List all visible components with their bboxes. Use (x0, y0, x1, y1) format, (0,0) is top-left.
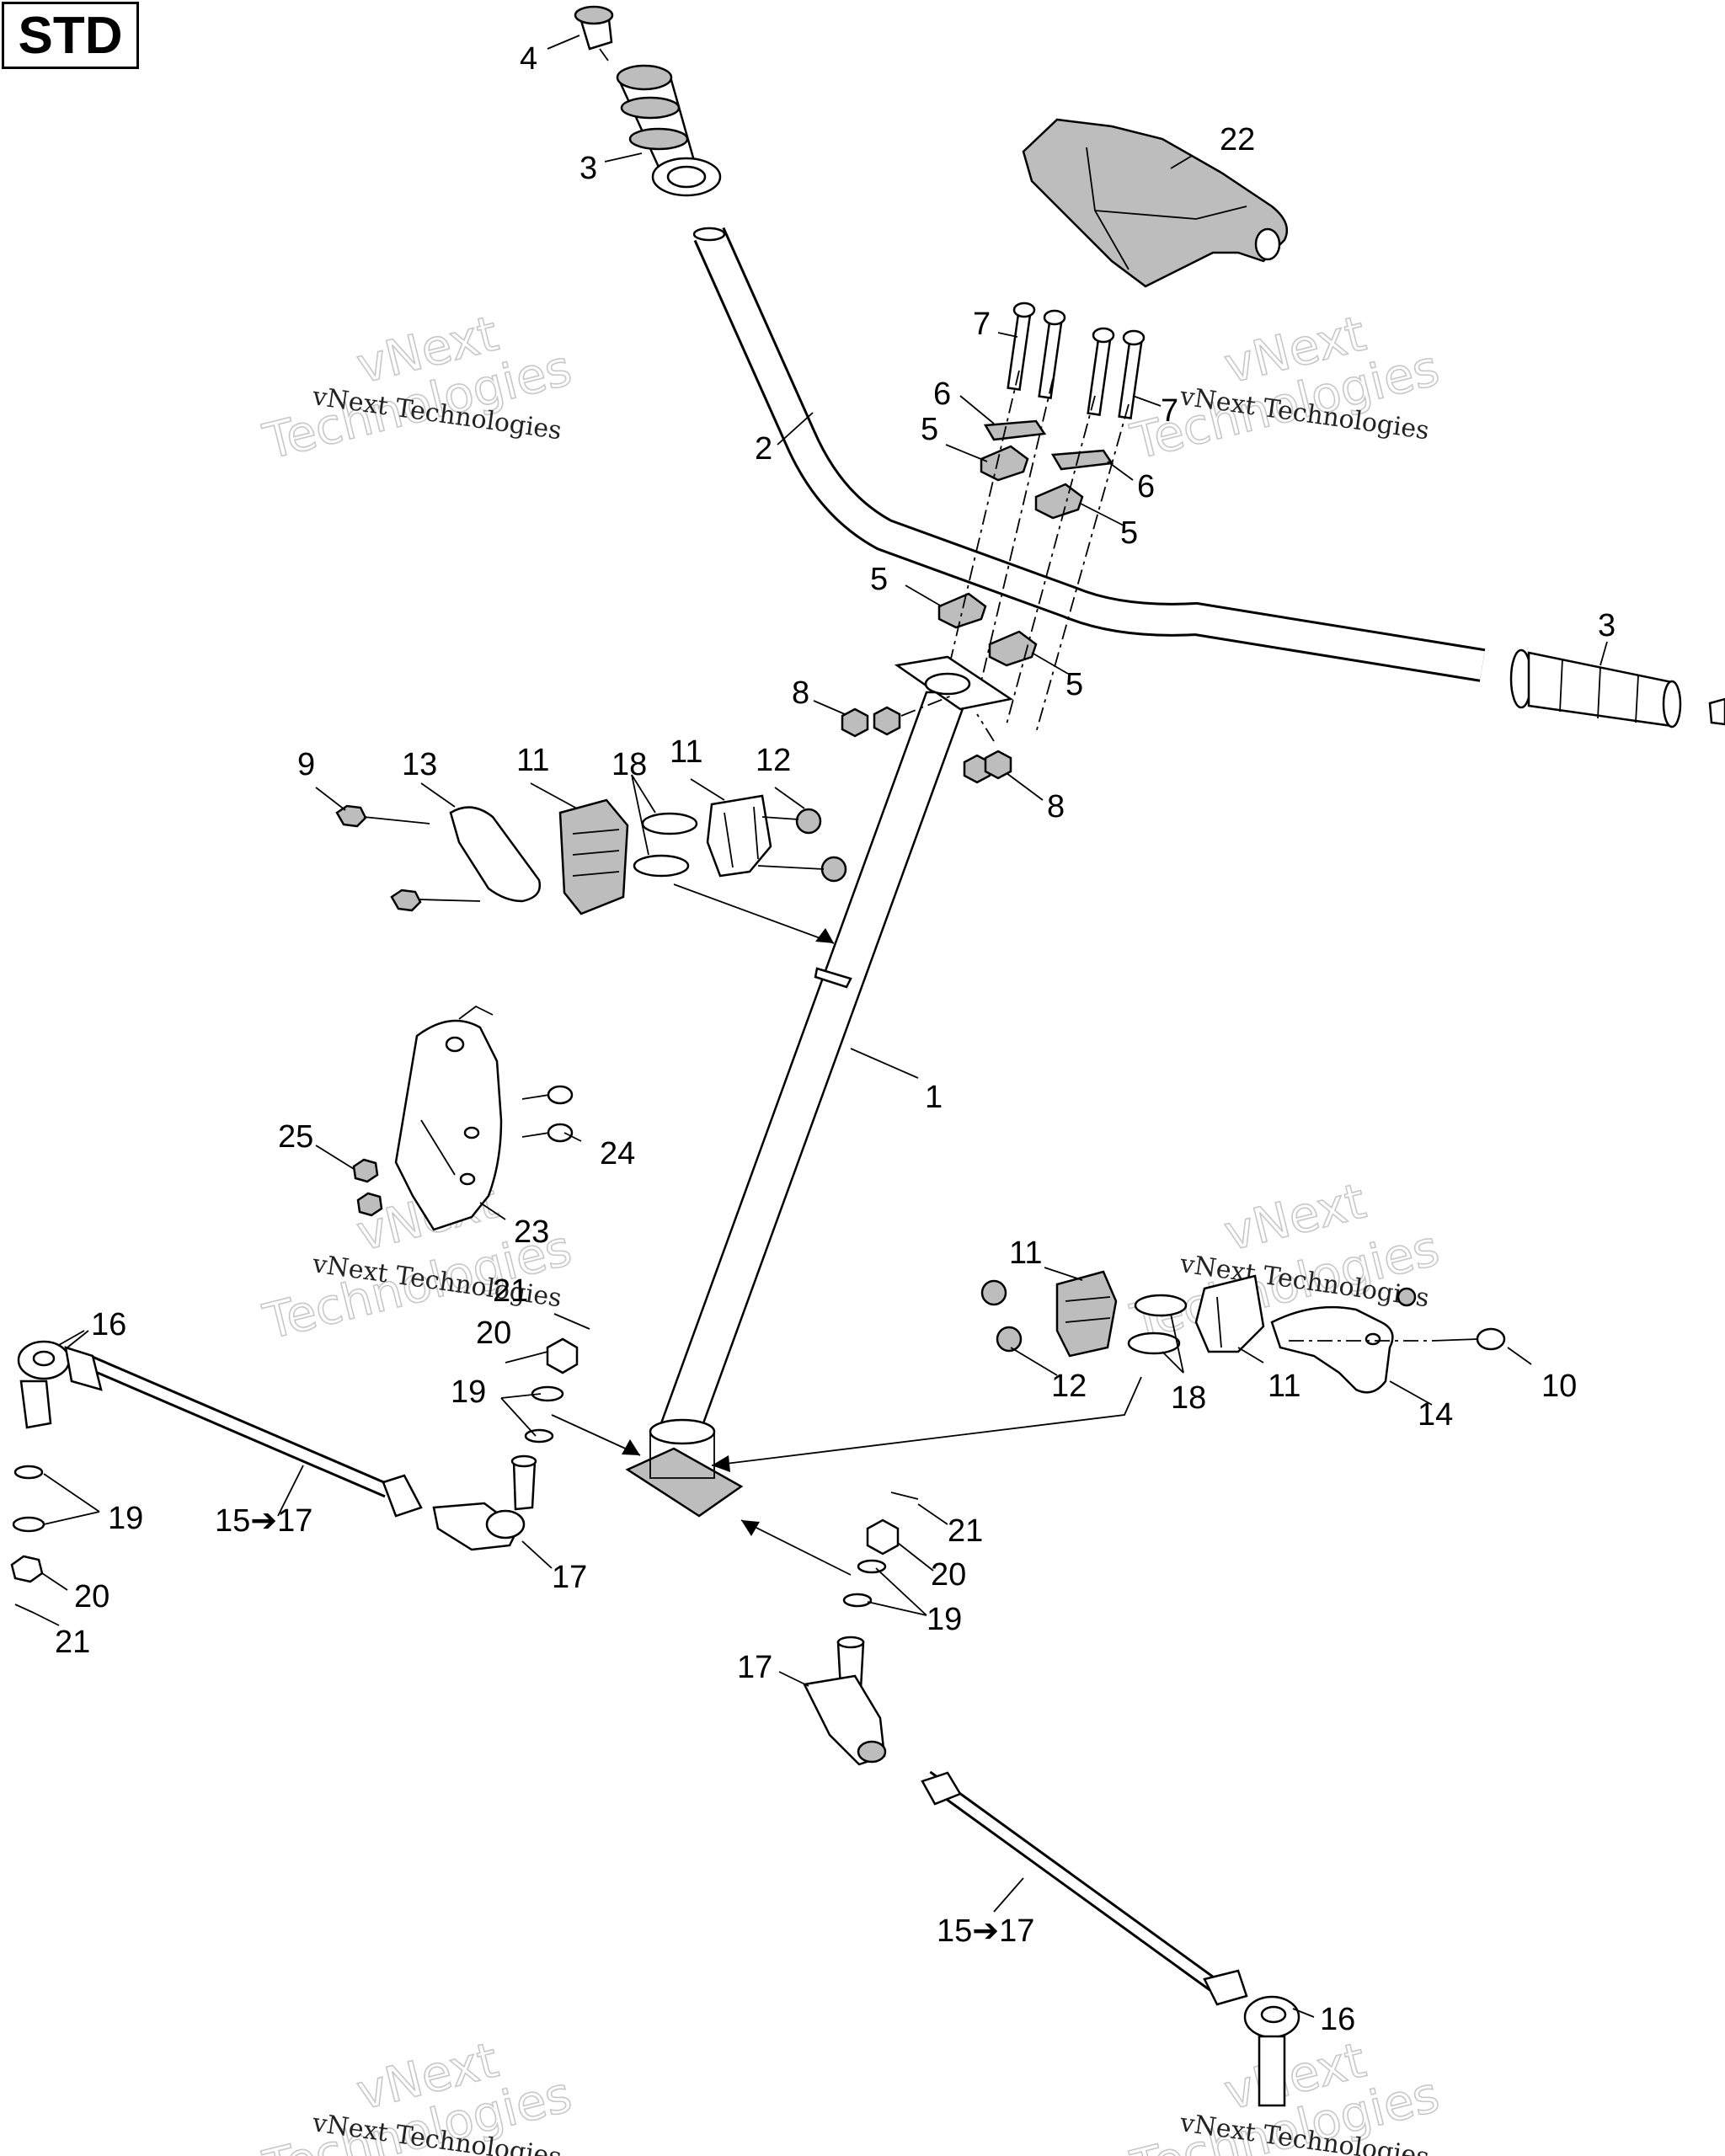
callout-5: 5 (921, 412, 938, 447)
grip-right (1509, 648, 1725, 728)
callout-11: 11 (516, 743, 549, 778)
mount-bracket (352, 1005, 574, 1231)
callout-18: 18 (1171, 1380, 1206, 1416)
watermark-top-left: vNext Technologies vNext Technologies (257, 304, 578, 472)
callout-15-17: 15➔17 (937, 1913, 1034, 1949)
callout-19: 19 (108, 1501, 143, 1536)
callout-16: 16 (91, 1307, 126, 1342)
callout-11: 11 (670, 734, 702, 770)
callout-20: 20 (476, 1315, 511, 1351)
handlebar-cover (1022, 118, 1289, 288)
callout-21: 21 (493, 1273, 528, 1309)
callout-10: 10 (1541, 1369, 1577, 1404)
callout-13: 13 (402, 747, 437, 782)
callout-21: 21 (948, 1513, 983, 1549)
assembly-lines-top (943, 370, 1130, 734)
callout-12: 12 (1051, 1369, 1087, 1404)
switch-housing-right (711, 1270, 1506, 1472)
callout-19: 19 (927, 1602, 962, 1637)
callout-15-17: 15➔17 (215, 1503, 312, 1539)
callout-8: 8 (792, 675, 809, 711)
callout-5: 5 (1120, 515, 1138, 551)
clamp-bolts (1007, 302, 1146, 419)
callout-17: 17 (552, 1560, 587, 1595)
callout-21: 21 (55, 1625, 90, 1660)
callout-5: 5 (1065, 667, 1083, 702)
callout-6: 6 (933, 376, 951, 412)
callout-20: 20 (931, 1557, 966, 1593)
callout-23: 23 (514, 1214, 549, 1250)
callout-6: 6 (1137, 469, 1155, 504)
flange-nuts (841, 695, 1012, 784)
callout-12: 12 (756, 743, 791, 778)
callout-leaders (33, 35, 1608, 2018)
std-badge: STD (2, 2, 139, 69)
callout-11: 11 (1009, 1235, 1042, 1271)
callout-17: 17 (737, 1650, 772, 1685)
callout-24: 24 (600, 1136, 635, 1171)
callout-7: 7 (1161, 393, 1178, 429)
watermark-top-right: vNext Technologies vNext Technologies (1124, 304, 1445, 472)
callout-5: 5 (870, 562, 888, 597)
callout-3: 3 (579, 151, 597, 186)
callout-3: 3 (1598, 608, 1616, 643)
callout-20: 20 (74, 1579, 109, 1614)
switch-housing-left (335, 794, 852, 989)
callout-19: 19 (451, 1374, 486, 1410)
callout-2: 2 (755, 431, 772, 467)
callout-14: 14 (1418, 1397, 1453, 1433)
bolt (1038, 309, 1066, 399)
callout-22: 22 (1220, 122, 1255, 157)
watermark-bottom-left: vNext Technologies vNext Technologies (257, 2031, 578, 2156)
callouts: 1 2 3 3 4 5 5 5 5 6 6 7 7 8 8 9 10 11 11… (55, 41, 1616, 2037)
callout-7: 7 (973, 307, 991, 342)
callout-18: 18 (611, 747, 647, 782)
callout-1: 1 (925, 1080, 943, 1115)
bar-end-plug (574, 5, 614, 61)
tie-rod-right (740, 1492, 1300, 2107)
bolt (1007, 302, 1036, 391)
tie-rod-left (10, 1313, 641, 1614)
bolt (1118, 329, 1146, 419)
callout-4: 4 (520, 41, 537, 77)
callout-25: 25 (278, 1119, 313, 1155)
callout-9: 9 (297, 747, 315, 782)
grip-left (616, 64, 722, 197)
callout-11: 11 (1268, 1369, 1300, 1404)
watermark-group: vNext Technologies vNext Technologies vN… (257, 304, 1445, 2156)
bolt (1087, 327, 1115, 416)
handlebar (692, 227, 1486, 682)
steering-column (625, 655, 1014, 1518)
callout-8: 8 (1047, 789, 1065, 825)
callout-16: 16 (1320, 2002, 1355, 2037)
